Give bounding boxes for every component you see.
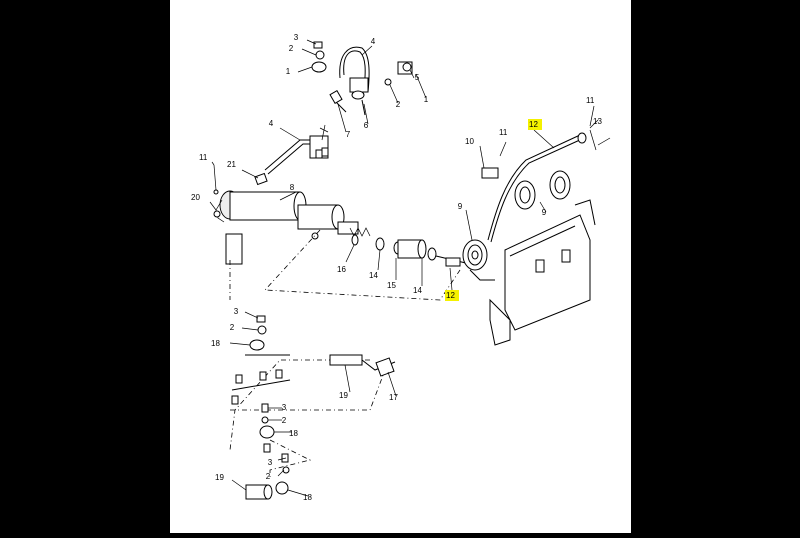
exploded-parts-diagram: 3214521764112120816141514129101112111393… bbox=[191, 33, 611, 502]
callout-2: 2 bbox=[289, 44, 294, 53]
callout-21: 21 bbox=[227, 160, 236, 169]
callout-number: 4 bbox=[371, 37, 376, 46]
callout-number: 12 bbox=[446, 291, 455, 300]
cable-pulley-assembly bbox=[462, 134, 583, 281]
callout-number: 19 bbox=[339, 391, 348, 400]
callout-number: 2 bbox=[282, 416, 287, 425]
callout-number: 5 bbox=[415, 73, 420, 82]
callout-number: 15 bbox=[387, 281, 396, 290]
callout-2: 2 bbox=[282, 416, 287, 425]
callout-highlight-box bbox=[528, 119, 542, 130]
callout-number: 14 bbox=[413, 286, 422, 295]
callout-2: 2 bbox=[396, 100, 401, 109]
callout-9: 9 bbox=[458, 202, 463, 211]
callout-labels: 3214521764112120816141514129101112111393… bbox=[191, 33, 602, 502]
lower-linkage-assembly bbox=[231, 315, 396, 405]
callout-19: 19 bbox=[215, 473, 224, 482]
reference-dashlines bbox=[229, 229, 461, 451]
callout-number: 9 bbox=[542, 208, 547, 217]
callout-2: 2 bbox=[266, 472, 271, 481]
callout-number: 2 bbox=[396, 100, 401, 109]
spring-and-washers bbox=[349, 227, 471, 267]
callout-number: 11 bbox=[499, 128, 508, 137]
callout-highlight-box bbox=[445, 290, 459, 301]
callout-5: 5 bbox=[415, 73, 420, 82]
callout-13: 13 bbox=[593, 117, 602, 126]
callout-1: 1 bbox=[286, 67, 291, 76]
callout-number: 14 bbox=[369, 271, 378, 280]
callout-3: 3 bbox=[234, 307, 239, 316]
leader-lines bbox=[209, 39, 599, 497]
callout-number: 3 bbox=[268, 458, 273, 467]
callout-number: 11 bbox=[199, 153, 208, 162]
callout-number: 3 bbox=[282, 403, 287, 412]
callout-7: 7 bbox=[346, 130, 351, 139]
callout-number: 18 bbox=[211, 339, 220, 348]
callout-number: 1 bbox=[424, 95, 429, 104]
callout-number: 12 bbox=[529, 120, 538, 129]
bottom-fastener-group bbox=[245, 403, 312, 500]
callout-number: 6 bbox=[364, 121, 369, 130]
callout-number: 21 bbox=[227, 160, 236, 169]
actuator-cylinder bbox=[213, 190, 359, 265]
callout-number: 16 bbox=[337, 265, 346, 274]
callout-number: 18 bbox=[289, 429, 298, 438]
callout-number: 18 bbox=[303, 493, 312, 502]
callout-17: 17 bbox=[389, 393, 398, 402]
callout-11: 11 bbox=[586, 96, 595, 105]
callout-14: 14 bbox=[413, 286, 422, 295]
callout-18: 18 bbox=[211, 339, 220, 348]
callout-number: 13 bbox=[593, 117, 602, 126]
callout-number: 2 bbox=[266, 472, 271, 481]
callout-3: 3 bbox=[294, 33, 299, 42]
callout-number: 2 bbox=[230, 323, 235, 332]
callout-number: 8 bbox=[290, 183, 295, 192]
callout-11: 11 bbox=[499, 128, 508, 137]
callout-19: 19 bbox=[339, 391, 348, 400]
linkage-rod bbox=[264, 124, 329, 175]
top-bracket-assembly bbox=[311, 41, 413, 116]
callout-4: 4 bbox=[371, 37, 376, 46]
callout-number: 17 bbox=[389, 393, 398, 402]
callout-number: 7 bbox=[346, 130, 351, 139]
callout-8: 8 bbox=[290, 183, 295, 192]
callout-2: 2 bbox=[230, 323, 235, 332]
callout-18: 18 bbox=[303, 493, 312, 502]
callout-12-highlighted: 12 bbox=[528, 119, 542, 130]
callout-16: 16 bbox=[337, 265, 346, 274]
callout-9: 9 bbox=[542, 208, 547, 217]
left-fastener-group bbox=[213, 164, 268, 195]
callout-10: 10 bbox=[465, 137, 474, 146]
callout-14: 14 bbox=[369, 271, 378, 280]
callout-11: 11 bbox=[199, 153, 208, 162]
callout-number: 9 bbox=[458, 202, 463, 211]
callout-number: 2 bbox=[289, 44, 294, 53]
callout-1: 1 bbox=[424, 95, 429, 104]
callout-12-highlighted: 12 bbox=[445, 290, 459, 301]
callout-3: 3 bbox=[268, 458, 273, 467]
callout-number: 10 bbox=[465, 137, 474, 146]
callout-number: 19 bbox=[215, 473, 224, 482]
callout-3: 3 bbox=[282, 403, 287, 412]
callout-18: 18 bbox=[289, 429, 298, 438]
callout-number: 3 bbox=[234, 307, 239, 316]
callout-20: 20 bbox=[191, 193, 200, 202]
callout-number: 1 bbox=[286, 67, 291, 76]
callout-15: 15 bbox=[387, 281, 396, 290]
callout-6: 6 bbox=[364, 121, 369, 130]
callout-number: 20 bbox=[191, 193, 200, 202]
callout-number: 3 bbox=[294, 33, 299, 42]
callout-number: 11 bbox=[586, 96, 595, 105]
callout-4: 4 bbox=[269, 119, 274, 128]
callout-number: 4 bbox=[269, 119, 274, 128]
mounting-bracket-right bbox=[489, 129, 611, 346]
